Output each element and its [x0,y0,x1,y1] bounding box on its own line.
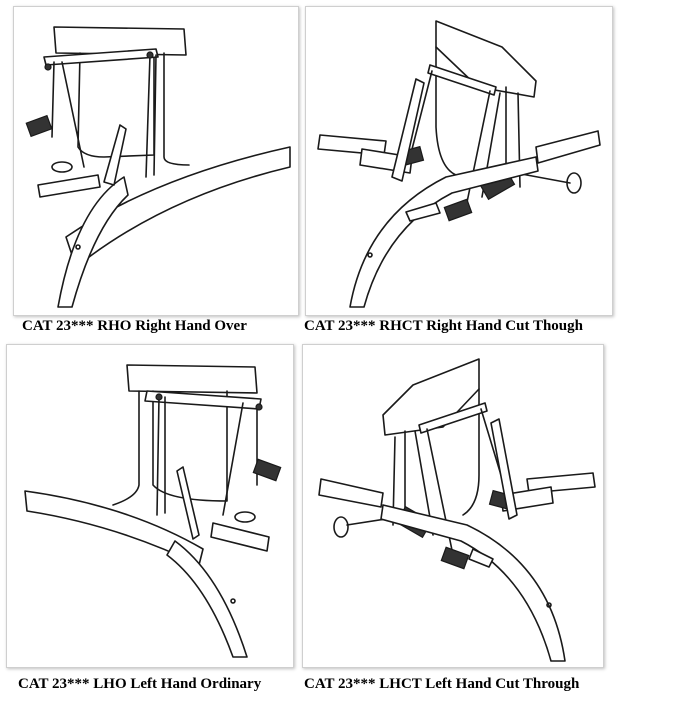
figure-rho-drawing [13,6,299,316]
figure-lho-drawing [6,344,294,668]
caption-lho: CAT 23*** LHO Left Hand Ordinary [18,676,262,692]
rhct-line-drawing [317,20,601,308]
caption-rho: CAT 23*** RHO Right Hand Over [22,318,247,334]
figure-lhct-drawing [302,344,604,668]
lho-line-drawing [24,364,282,658]
lhct-line-drawing [318,358,596,662]
rho-line-drawing [25,26,291,308]
caption-lhct: CAT 23*** LHCT Left Hand Cut Through [304,676,580,692]
caption-rhct: CAT 23*** RHCT Right Hand Cut Though [304,318,583,334]
figure-rhct-drawing [305,6,613,316]
